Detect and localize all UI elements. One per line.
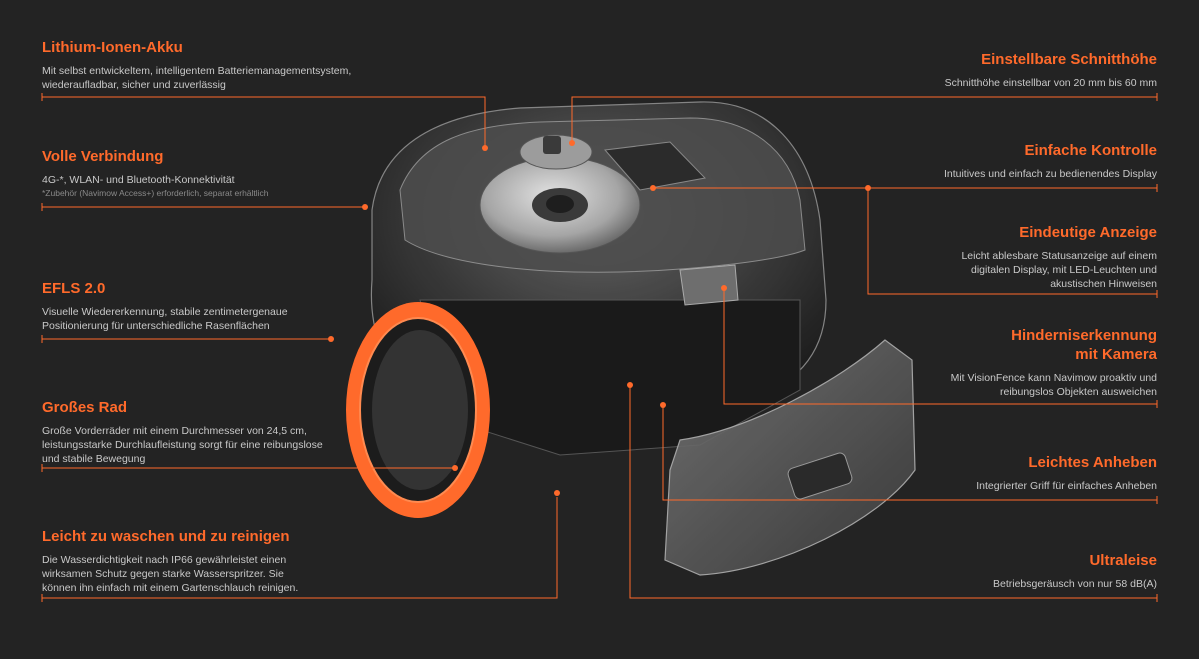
feature-desc-line: Positionierung für unterschiedliche Rase…	[42, 320, 270, 332]
feature-desc-line: akustischen Hinweisen	[1050, 278, 1157, 290]
feature-title: Einstellbare Schnitthöhe	[981, 51, 1157, 68]
feature-desc-line: Mit VisionFence kann Navimow proaktiv un…	[950, 372, 1157, 384]
feature-desc-line: wirksamen Schutz gegen starke Wasserspri…	[42, 568, 284, 580]
feature-title: Leichtes Anheben	[1028, 454, 1157, 471]
feature-desc-line: Die Wasserdichtigkeit nach IP66 gewährle…	[42, 554, 287, 566]
camera-module	[679, 264, 739, 306]
feature-desc-line: wiederaufladbar, sicher und zuverlässig	[42, 79, 226, 91]
feature-title: Eindeutige Anzeige	[1019, 224, 1157, 241]
feature-title: Volle Verbindung	[42, 148, 164, 165]
feature-title: Großes Rad	[42, 399, 128, 416]
feature-title: Ultraleise	[1089, 552, 1157, 569]
feature-desc-line: Mit selbst entwickeltem, intelligentem B…	[42, 65, 352, 77]
feature-wheel: Großes Rad Große Vorderräder mit einem D…	[42, 398, 372, 466]
feature-battery: Lithium-Ionen-Akku Mit selbst entwickelt…	[42, 38, 372, 92]
feature-desc-line: digitalen Display, mit LED-Leuchten und	[971, 264, 1157, 276]
feature-title: Lithium-Ionen-Akku	[42, 39, 183, 56]
feature-desc-line: Schnitthöhe einstellbar von 20 mm bis 60…	[944, 77, 1157, 89]
feature-lifting: Leichtes Anheben Integrierter Griff für …	[827, 453, 1157, 493]
display-panel	[604, 141, 707, 191]
feature-desc-line: leistungsstarke Durchlaufleistung sorgt …	[42, 439, 323, 451]
feature-desc-line: Leicht ablesbare Statusanzeige auf einem	[961, 250, 1157, 262]
feature-cutting-height: Einstellbare Schnitthöhe Schnitthöhe ein…	[827, 50, 1157, 90]
leader-end-ticks	[41, 93, 1158, 602]
feature-desc-line: können ihn einfach mit einem Gartenschla…	[42, 582, 299, 594]
feature-title: Einfache Kontrolle	[1024, 142, 1157, 159]
feature-desc-line: 4G-*, WLAN- und Bluetooth-Konnektivität	[42, 174, 235, 186]
feature-desc-line: und stabile Bewegung	[42, 453, 146, 465]
feature-connectivity: Volle Verbindung 4G-*, WLAN- und Bluetoo…	[42, 147, 372, 199]
feature-quiet: Ultraleise Betriebsgeräusch von nur 58 d…	[827, 551, 1157, 591]
leader-dots	[328, 140, 871, 496]
feature-obstacle-camera: Hinderniserkennung mit Kamera Mit Vision…	[827, 326, 1157, 399]
front-wheel	[346, 302, 490, 518]
feature-title: mit Kamera	[1075, 346, 1157, 363]
feature-footnote: *Zubehör (Navimow Access+) erforderlich,…	[42, 188, 269, 198]
feature-desc-line: Betriebsgeräusch von nur 58 dB(A)	[992, 578, 1157, 590]
feature-status-display: Eindeutige Anzeige Leicht ablesbare Stat…	[827, 223, 1157, 291]
leader-lines	[42, 96, 1157, 599]
feature-desc-line: Intuitives und einfach zu bedienendes Di…	[943, 168, 1157, 180]
feature-desc-line: reibungslos Objekten ausweichen	[999, 386, 1157, 398]
feature-title: Hinderniserkennung	[1011, 327, 1157, 344]
feature-control: Einfache Kontrolle Intuitives und einfac…	[827, 141, 1157, 181]
feature-title: EFLS 2.0	[42, 280, 106, 297]
feature-washable: Leicht zu waschen und zu reinigen Die Wa…	[42, 527, 372, 595]
feature-title: Leicht zu waschen und zu reinigen	[42, 528, 290, 545]
feature-desc-line: Visuelle Wiedererkennung, stabile zentim…	[42, 306, 288, 318]
front-bumper	[664, 339, 916, 576]
feature-efls: EFLS 2.0 Visuelle Wiedererkennung, stabi…	[42, 279, 372, 333]
feature-desc-line: Integrierter Griff für einfaches Anheben	[976, 480, 1157, 492]
feature-desc-line: Große Vorderräder mit einem Durchmesser …	[42, 425, 307, 437]
